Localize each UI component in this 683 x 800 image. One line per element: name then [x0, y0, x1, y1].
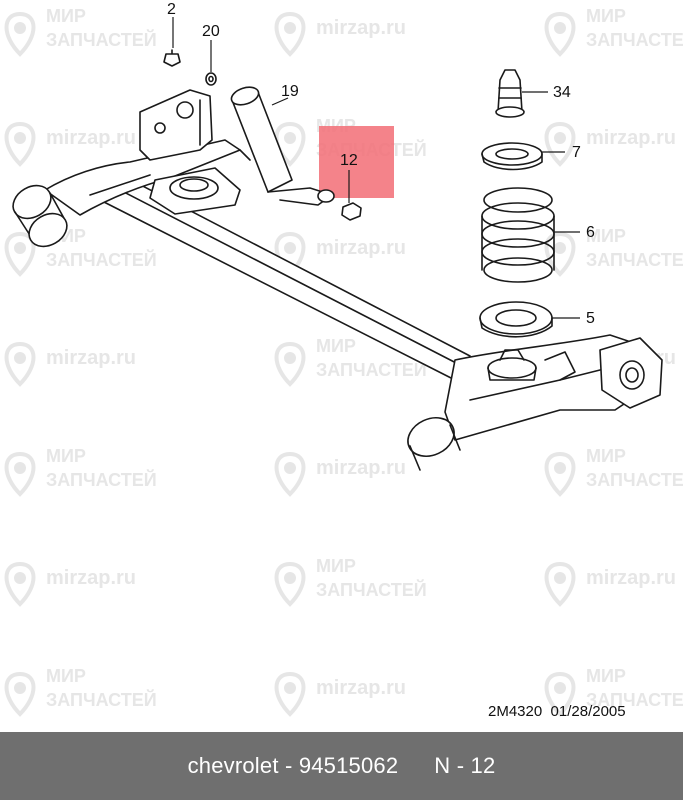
- watermark-tile: mirzap.ru: [4, 561, 136, 607]
- watermark-brand-line2: ЗАПЧАСТЕЙ: [586, 249, 683, 270]
- watermark-domain: mirzap.ru: [316, 457, 406, 479]
- watermark-brand-line2: ЗАПЧАСТЕЙ: [586, 469, 683, 490]
- diagram-stamp: 2M4320 01/28/2005: [488, 703, 626, 720]
- map-pin-icon: [544, 671, 576, 717]
- map-pin-icon: [4, 671, 36, 717]
- watermark-brand-line1: МИР: [586, 6, 626, 26]
- watermark-brand-line1: МИР: [586, 666, 626, 686]
- watermark-brand-line1: МИР: [586, 226, 626, 246]
- watermark-domain: mirzap.ru: [316, 237, 406, 259]
- callout-19: 19: [281, 83, 299, 100]
- watermark-brand-line1: МИР: [316, 336, 356, 356]
- watermark-brand-line2: ЗАПЧАСТЕЙ: [586, 689, 683, 710]
- watermark-brand-line2: ЗАПЧАСТЕЙ: [316, 579, 427, 600]
- map-pin-icon: [4, 231, 36, 277]
- map-pin-icon: [274, 561, 306, 607]
- axle-drawing: [12, 49, 663, 471]
- watermark-tile: mirzap.ru: [274, 671, 406, 717]
- watermark-brand-line1: МИР: [46, 6, 86, 26]
- callout-2: 2: [167, 1, 176, 18]
- watermark-tile: МИР ЗАПЧАСТЕЙ: [274, 556, 427, 607]
- map-pin-icon: [4, 121, 36, 167]
- callout-12: 12: [340, 152, 358, 169]
- watermark-brand-line1: МИР: [586, 446, 626, 466]
- callout-6: 6: [586, 224, 595, 241]
- footer-separator: -: [278, 753, 299, 778]
- watermark-domain: mirzap.ru: [586, 127, 676, 149]
- watermark-domain: mirzap.ru: [46, 127, 136, 149]
- watermark-tile: МИР ЗАПЧАСТЕЙ: [544, 446, 683, 497]
- map-pin-icon: [274, 11, 306, 57]
- map-pin-icon: [544, 11, 576, 57]
- callout-5: 5: [586, 310, 595, 327]
- footer-part-number: 94515062: [298, 753, 399, 778]
- watermark-brand-line2: ЗАПЧАСТЕЙ: [46, 469, 157, 490]
- highlight-box: [319, 126, 394, 198]
- watermark-brand-line2: ЗАПЧАСТЕЙ: [46, 689, 157, 710]
- map-pin-icon: [544, 451, 576, 497]
- map-pin-icon: [544, 121, 576, 167]
- callout-34: 34: [553, 84, 571, 101]
- watermark-brand-line2: ЗАПЧАСТЕЙ: [46, 249, 157, 270]
- map-pin-icon: [274, 341, 306, 387]
- map-pin-icon: [274, 451, 306, 497]
- watermark-domain: mirzap.ru: [316, 677, 406, 699]
- watermark-tile: МИР ЗАПЧАСТЕЙ: [544, 226, 683, 277]
- map-pin-icon: [4, 451, 36, 497]
- watermark-tile: mirzap.ru: [274, 11, 406, 57]
- map-pin-icon: [4, 561, 36, 607]
- map-pin-icon: [544, 231, 576, 277]
- footer-brand: chevrolet: [187, 753, 279, 778]
- map-pin-icon: [4, 11, 36, 57]
- watermark-tile: mirzap.ru: [4, 121, 136, 167]
- callout-20: 20: [202, 23, 220, 40]
- watermark-domain: mirzap.ru: [316, 17, 406, 39]
- watermark-brand-line1: МИР: [46, 446, 86, 466]
- footer-ref: N - 12: [434, 753, 496, 778]
- watermark-brand-line2: ЗАПЧАСТЕЙ: [586, 29, 683, 50]
- watermark-tile: МИР ЗАПЧАСТЕЙ: [4, 666, 157, 717]
- map-pin-icon: [4, 341, 36, 387]
- watermark-brand-line2: ЗАПЧАСТЕЙ: [46, 29, 157, 50]
- watermark-tile: mirzap.ru: [4, 341, 136, 387]
- callout-labels: 2 20 19 12 34 7 6 5: [167, 1, 595, 327]
- footer-bar: chevrolet - 94515062 N - 12: [0, 732, 683, 800]
- leader-lines: [172, 17, 580, 319]
- watermark-brand-line1: МИР: [316, 556, 356, 576]
- watermark-domain: mirzap.ru: [46, 567, 136, 589]
- watermark-tile: МИР ЗАПЧАСТЕЙ: [544, 666, 683, 717]
- watermark-layer: МИРЗАПЧАСТЕЙmirzap.ruМИРЗАПЧАСТЕЙmirzap.…: [4, 6, 683, 717]
- watermark-tile: МИР ЗАПЧАСТЕЙ: [4, 6, 157, 57]
- watermark-brand-line1: МИР: [46, 666, 86, 686]
- coil-spring: [481, 187, 555, 283]
- watermark-domain: mirzap.ru: [46, 347, 136, 369]
- parts-diagram: МИРЗАПЧАСТЕЙmirzap.ruМИРЗАПЧАСТЕЙmirzap.…: [4, 1, 683, 720]
- watermark-tile: mirzap.ru: [274, 451, 406, 497]
- map-pin-icon: [274, 671, 306, 717]
- watermark-tile: mirzap.ru: [544, 561, 676, 607]
- map-pin-icon: [544, 561, 576, 607]
- watermark-tile: МИР ЗАПЧАСТЕЙ: [274, 336, 427, 387]
- watermark-tile: МИР ЗАПЧАСТЕЙ: [544, 6, 683, 57]
- watermark-tile: mirzap.ru: [544, 121, 676, 167]
- callout-7: 7: [572, 144, 581, 161]
- watermark-domain: mirzap.ru: [586, 567, 676, 589]
- watermark-tile: МИР ЗАПЧАСТЕЙ: [4, 446, 157, 497]
- watermark-brand-line2: ЗАПЧАСТЕЙ: [316, 359, 427, 380]
